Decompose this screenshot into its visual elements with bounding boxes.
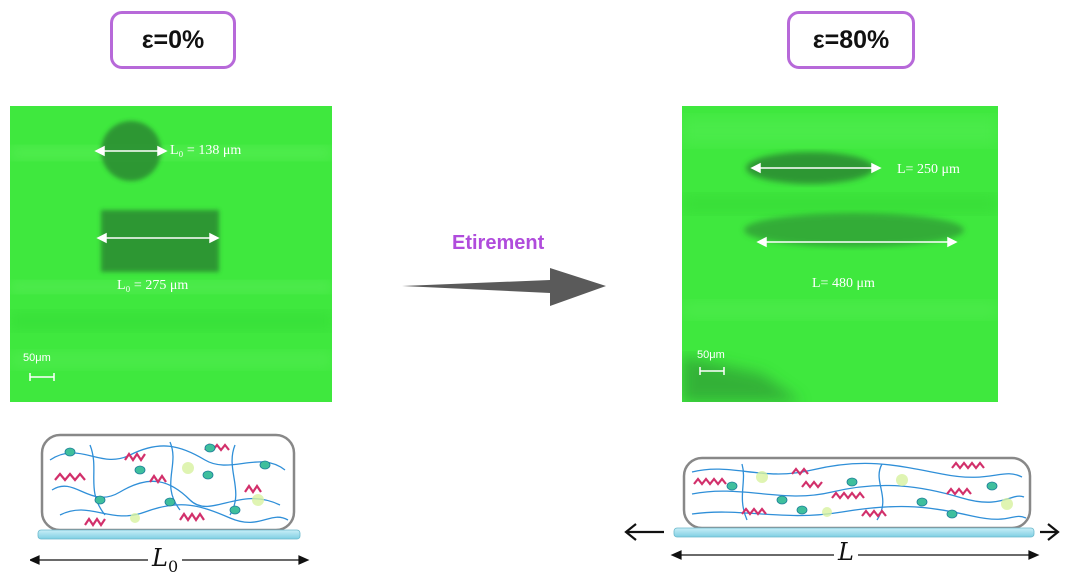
stretched-rectangle (744, 213, 964, 247)
strain-label-initial: ε=0% (141, 25, 205, 54)
photobleached-rectangle (101, 210, 219, 272)
stretching-arrow (402, 268, 606, 306)
strain-label-stretched: ε=80% (812, 25, 890, 54)
rect-length-label-initial: L₀ = 275 μm (117, 278, 189, 293)
scale-bar-label-stretched: 50μm (697, 349, 725, 361)
micrograph-unstretched: L₀ = 138 μm L₀ = 275 μm 50μm (10, 106, 332, 402)
strain-badge-initial: ε=0% (110, 11, 236, 69)
circle-length-label-stretched: L= 250 μm (897, 162, 960, 177)
rect-length-label-stretched: L= 480 μm (812, 276, 875, 291)
dimension-label-stretched: L (834, 538, 858, 566)
strain-badge-stretched: ε=80% (787, 11, 915, 69)
scale-bar-label-initial: 50μm (23, 352, 51, 364)
micrograph-stretched: L= 250 μm L= 480 μm 50μm (682, 106, 998, 402)
network-schematic-unstretched (30, 433, 310, 565)
dimension-label-initial: L0 (148, 544, 183, 576)
circle-length-label-initial: L₀ = 138 μm (170, 143, 242, 158)
network-schematic-stretched (624, 456, 1060, 560)
stretching-label: Etirement (452, 232, 545, 254)
